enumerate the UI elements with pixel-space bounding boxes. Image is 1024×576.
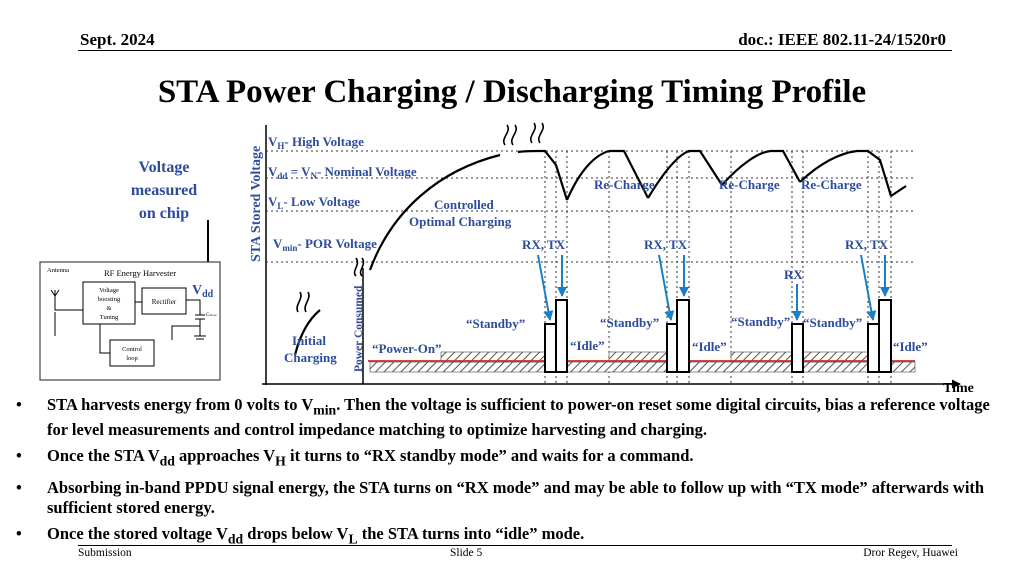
activity-pulses bbox=[544, 299, 892, 373]
rxtx-label-3: RX, TX bbox=[845, 237, 889, 252]
standby-label-4: “Standby” bbox=[803, 315, 862, 330]
bullet-item-2: Once the STA Vdd approaches VH it turns … bbox=[14, 446, 999, 471]
power-base bbox=[369, 351, 916, 373]
rxtx-label-1: RX, TX bbox=[522, 237, 566, 252]
header-doc-id: doc.: IEEE 802.11-24/1520r0 bbox=[738, 30, 946, 49]
recharge-label-2: Re-Charge bbox=[719, 177, 780, 192]
idle-label-2: “Idle” bbox=[692, 339, 727, 354]
annotation-arrows bbox=[537, 254, 890, 321]
tx-pulse-2 bbox=[676, 299, 690, 373]
control-loop-box bbox=[109, 339, 155, 367]
controlled-line-2: Optimal Charging bbox=[409, 214, 512, 229]
harvester-wires bbox=[54, 299, 206, 354]
boosting-line-2: boosting bbox=[98, 296, 121, 303]
y-axis-upper-label: STA Stored Voltage bbox=[249, 146, 264, 262]
vdd-pin-label: Vdd bbox=[192, 283, 214, 300]
event-vertical-lines bbox=[544, 151, 892, 384]
rx-pulse-3 bbox=[791, 323, 804, 373]
boosting-line-3: & bbox=[106, 305, 111, 312]
x-axis-label: Time bbox=[943, 381, 974, 396]
voltage-measured-line-3: on chip bbox=[139, 205, 189, 222]
voltage-curve bbox=[293, 149, 907, 356]
rx-pulse-2 bbox=[666, 323, 678, 373]
vh-label: VH- High Voltage bbox=[268, 134, 364, 151]
footer-slide-number: Slide 5 bbox=[450, 547, 483, 559]
phase-labels: Controlled Optimal Charging Re-Charge Re… bbox=[284, 177, 928, 365]
header-date: Sept. 2024 bbox=[80, 30, 155, 49]
footer-submission: Submission bbox=[78, 547, 132, 559]
boosting-box bbox=[82, 281, 136, 325]
voltage-reference-lines bbox=[266, 150, 915, 263]
bullet-item-1: STA harvests energy from 0 volts to Vmin… bbox=[14, 395, 999, 440]
bullet-list: STA harvests energy from 0 volts to Vmin… bbox=[14, 395, 999, 555]
control-line-1: Control bbox=[122, 346, 142, 353]
standby-label-1: “Standby” bbox=[466, 316, 525, 331]
rf-harvester-block: RF Energy Harvester Antenna Voltage boos… bbox=[39, 261, 221, 381]
vmin-label: Vmin- POR Voltage bbox=[273, 236, 377, 253]
footer-author: Dror Regev, Huawei bbox=[863, 547, 958, 559]
vl-label: VL- Low Voltage bbox=[268, 194, 360, 211]
control-line-2: loop bbox=[126, 355, 138, 362]
initial-charging-line-1: Initial bbox=[292, 333, 326, 348]
idle-label-3: “Idle” bbox=[893, 339, 928, 354]
recharge-label-3: Re-Charge bbox=[801, 177, 862, 192]
antenna-label: Antenna bbox=[47, 267, 69, 274]
idle-label-1: “Idle” bbox=[570, 338, 605, 353]
rx-label: RX bbox=[784, 267, 803, 282]
bullet-item-4: Once the stored voltage Vdd drops below … bbox=[14, 524, 999, 549]
rectifier-label: Rectifier bbox=[152, 298, 177, 306]
power-on-label: “Power-On” bbox=[372, 341, 442, 356]
rx-pulse-4 bbox=[867, 323, 880, 373]
vdd-label: Vdd = VN- Nominal Voltage bbox=[268, 164, 417, 181]
voltage-measured-label: Voltage measured on chip bbox=[131, 159, 197, 222]
cstore-label: CStore bbox=[206, 313, 217, 318]
standby-label-3: “Standby” bbox=[731, 314, 790, 329]
tx-pulse-1 bbox=[555, 299, 568, 373]
rx-pulse-1 bbox=[544, 323, 557, 373]
rectifier-box bbox=[141, 287, 187, 315]
footer-divider bbox=[78, 545, 952, 546]
controlled-line-1: Controlled bbox=[434, 197, 494, 212]
recharge-label-1: Re-Charge bbox=[594, 177, 655, 192]
header-divider bbox=[78, 50, 952, 51]
antenna-icon bbox=[50, 289, 60, 304]
level-labels: VH- High Voltage Vdd = VN- Nominal Volta… bbox=[268, 134, 417, 253]
rxtx-label-2: RX, TX bbox=[644, 237, 688, 252]
slide-title: STA Power Charging / Discharging Timing … bbox=[157, 74, 867, 110]
initial-charging-line-2: Charging bbox=[284, 350, 337, 365]
bullet-item-3: Absorbing in-band PPDU signal energy, th… bbox=[14, 478, 999, 518]
boosting-line-4: Tuning bbox=[100, 314, 119, 321]
tx-pulse-4 bbox=[878, 299, 892, 373]
standby-label-2: “Standby” bbox=[600, 315, 659, 330]
harvester-title: RF Energy Harvester bbox=[104, 268, 176, 278]
axes bbox=[262, 125, 961, 389]
voltage-measured-line-1: Voltage bbox=[139, 159, 190, 176]
break-marks bbox=[296, 122, 544, 313]
voltage-measured-line-2: measured bbox=[131, 182, 197, 199]
timing-diagram: Voltage measured on chip RF Energy Harve… bbox=[39, 122, 974, 396]
boosting-line-1: Voltage bbox=[99, 287, 119, 294]
y-axis-lower-label: Power Consumed bbox=[353, 285, 365, 372]
